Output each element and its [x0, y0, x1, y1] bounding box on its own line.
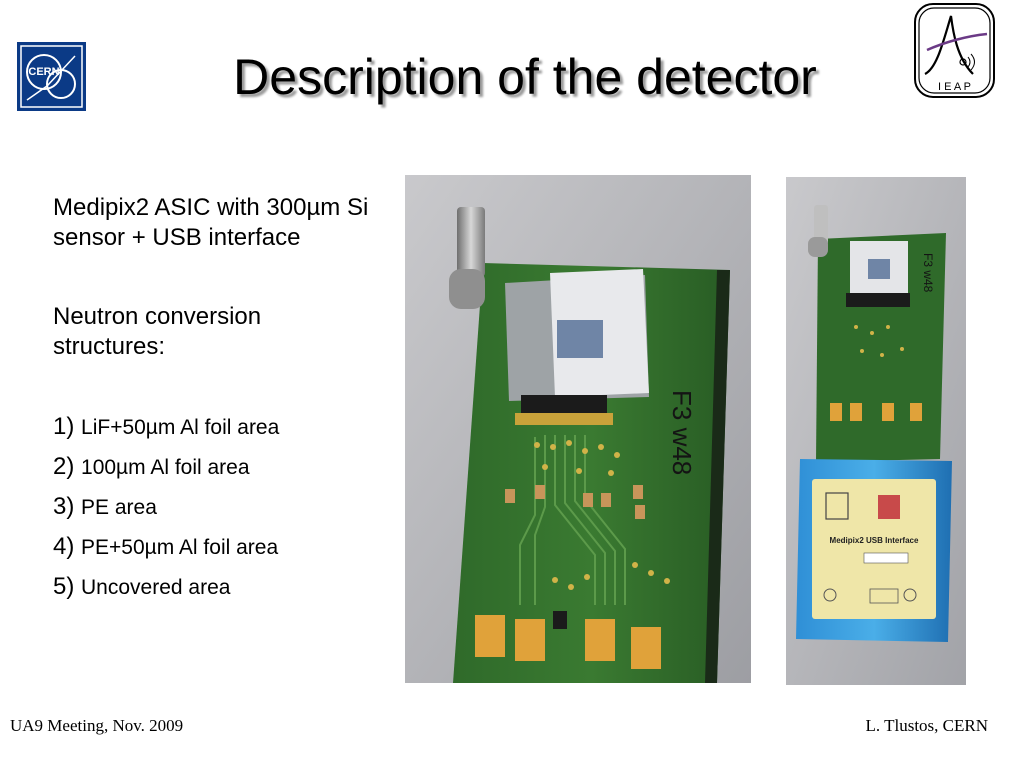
list-item: 3) PE area: [53, 493, 157, 521]
list-item-number: 4): [53, 533, 75, 560]
slide-title: Description of the detector: [233, 49, 817, 105]
list-item: 4) PE+50µm Al foil area: [53, 533, 278, 561]
list-item-number: 3): [53, 493, 75, 520]
ieap-logo: I E A P: [913, 2, 996, 99]
paragraph-asic: Medipix2 ASIC with 300µm Si sensor + USB…: [53, 194, 369, 251]
paragraph-conversion: Neutron conversion structures:: [53, 303, 262, 360]
list-item-text: PE area: [81, 496, 157, 519]
cern-logo-icon: CERN: [17, 42, 86, 111]
sensor-mark: F3 w48: [921, 253, 935, 293]
list-item: 2) 100µm Al foil area: [53, 453, 250, 481]
cern-logo: CERN: [17, 42, 86, 111]
footer-meeting: UA9 Meeting, Nov. 2009: [10, 716, 184, 735]
photo-usb-interface: F3 w48 Medipix2 USB Interface: [786, 177, 966, 685]
ieap-logo-text: I E A P: [938, 81, 971, 93]
list-item-text: 100µm Al foil area: [81, 456, 250, 479]
cern-logo-text: CERN: [28, 66, 59, 78]
list-item: 1) LiF+50µm Al foil area: [53, 413, 279, 441]
photo-probe-card: F3 w48: [405, 175, 751, 683]
footer-author: L. Tlustos, CERN: [865, 716, 988, 735]
list-item-number: 5): [53, 573, 75, 600]
list-item-text: Uncovered area: [81, 576, 231, 599]
list-item-number: 1): [53, 413, 75, 440]
list-item-number: 2): [53, 453, 75, 480]
list-item-text: LiF+50µm Al foil area: [81, 416, 280, 439]
ieap-logo-icon: I E A P: [914, 3, 995, 98]
list-item: 5) Uncovered area: [53, 573, 230, 601]
sensor-mark: F3 w48: [667, 390, 697, 475]
list-item-text: PE+50µm Al foil area: [81, 536, 279, 559]
usb-box-title: Medipix2 USB Interface: [830, 536, 919, 545]
